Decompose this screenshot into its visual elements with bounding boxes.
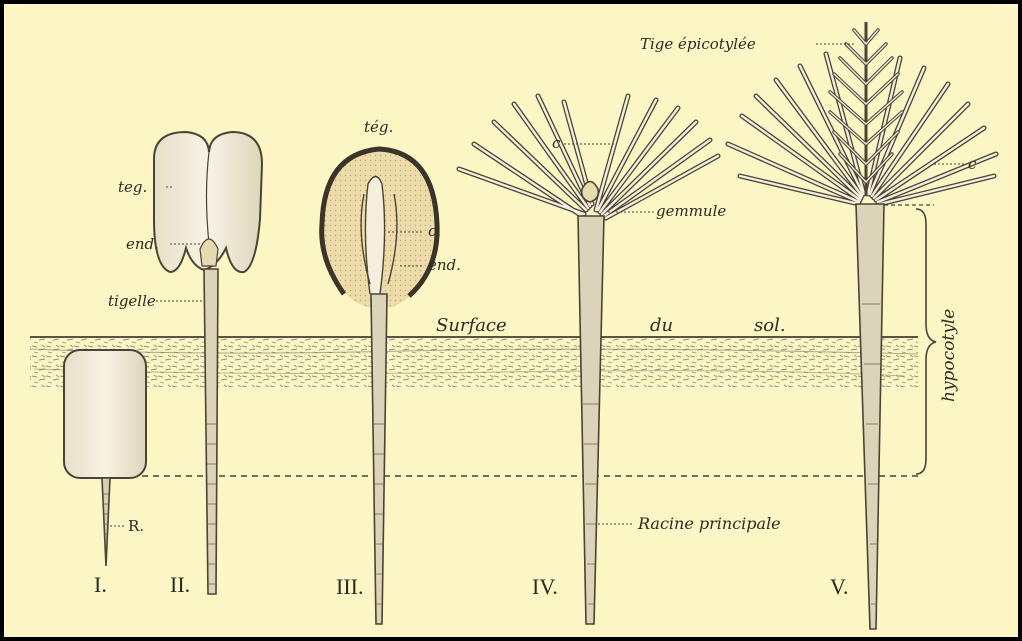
gemmule-label: gemmule [656,202,726,220]
end-left-label: end. [126,235,159,253]
tigelle-label: tigelle [108,292,156,310]
sol-label: sol. [754,315,786,336]
germination-plate: teg. end. tigelle tég. c. end. c gemmule… [4,4,1018,637]
du-label: du [650,315,673,336]
surface-label: Surface [436,315,507,336]
soil-band [30,337,918,387]
r-label: R. [128,517,144,535]
c-iv-label: c [552,134,561,152]
teg-mid-label: tég. [364,118,393,136]
c-v-label: c [968,155,977,173]
end-mid-label: end. [428,256,461,274]
stage-v-label: V. [830,574,849,599]
c-mid-label: c. [428,222,441,240]
teg-left-label: teg. [118,178,147,196]
stage-iii-label: III. [336,574,363,599]
hypocotyle-brace [916,209,936,474]
stage-iv-label: IV. [532,574,558,599]
racine-principale-label: Racine principale [637,514,781,533]
hypocotyle-label: hypocotyle [939,309,959,402]
stage-ii-label: II. [170,572,190,597]
stage-i-label: I. [94,572,107,597]
tige-epicotylee-label: Tige épicotylée [640,35,756,53]
